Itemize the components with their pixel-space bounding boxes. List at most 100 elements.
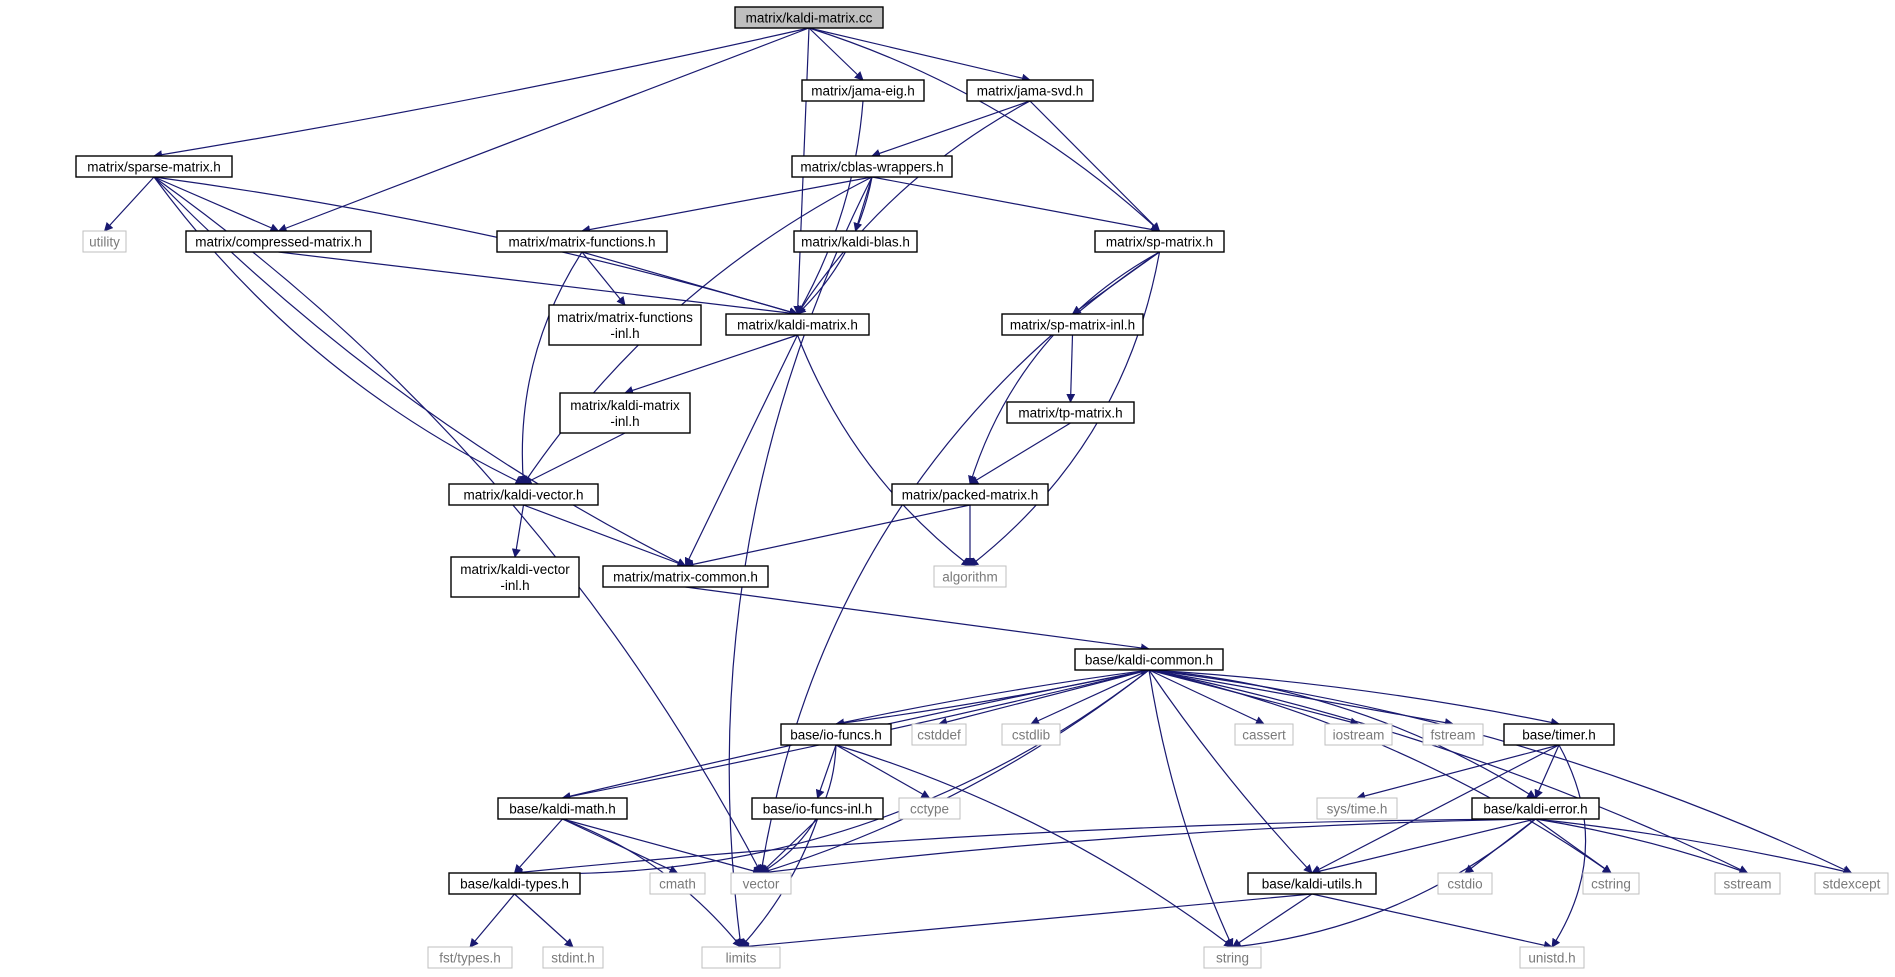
node-box-kmath <box>497 797 628 820</box>
edge-kmath-to-ktypes <box>513 818 563 874</box>
edge-cblas-to-spmatrix <box>871 176 1161 234</box>
edges-layer <box>103 27 1853 951</box>
node-label-kmatrixinl-line2: -inl.h <box>610 414 639 429</box>
node-iofuncs[interactable]: base/io-funcs.h <box>780 723 892 746</box>
node-box-sstream <box>1714 872 1781 895</box>
node-fsttypes: fst/types.h <box>427 946 513 969</box>
edge-kcommon-to-iofuncs <box>835 669 1150 728</box>
node-label-kerror: base/kaldi-error.h <box>1483 802 1587 817</box>
node-timer[interactable]: base/timer.h <box>1503 723 1615 746</box>
node-label-packed: matrix/packed-matrix.h <box>902 488 1039 503</box>
edge-cblas-to-mfuncs <box>581 176 873 234</box>
node-box-jamaeig <box>801 79 925 102</box>
node-tpmatrix[interactable]: matrix/tp-matrix.h <box>1006 401 1135 424</box>
node-spmatrix[interactable]: matrix/sp-matrix.h <box>1094 230 1225 253</box>
node-box-mcommon <box>602 565 769 588</box>
node-mfuncs[interactable]: matrix/matrix-functions.h <box>496 230 668 253</box>
edge-kcommon-to-ktypes <box>513 669 1150 878</box>
node-box-cstdio <box>1437 872 1493 895</box>
node-ktypes[interactable]: base/kaldi-types.h <box>448 872 581 895</box>
node-label-kblas: matrix/kaldi-blas.h <box>801 235 910 250</box>
node-label-cstring: cstring <box>1591 877 1631 892</box>
node-spinl[interactable]: matrix/sp-matrix-inl.h <box>1001 313 1144 336</box>
node-jamaeig[interactable]: matrix/jama-eig.h <box>801 79 925 102</box>
node-label-iostream: iostream <box>1333 728 1385 743</box>
node-box-spmatrix <box>1094 230 1225 253</box>
node-kblas[interactable]: matrix/kaldi-blas.h <box>793 230 918 253</box>
node-label-sparse: matrix/sparse-matrix.h <box>87 160 221 175</box>
node-box-mfuncsinl <box>548 304 702 346</box>
edge-timer-to-kerror <box>1534 744 1560 799</box>
node-box-iostream <box>1324 723 1393 746</box>
node-label-limits: limits <box>726 951 757 966</box>
edge-sparse-to-kvector <box>153 176 525 485</box>
node-fstream: fstream <box>1422 723 1484 746</box>
node-label-vector: vector <box>743 877 780 892</box>
node-compressed[interactable]: matrix/compressed-matrix.h <box>185 230 372 253</box>
node-box-cstdlib <box>1001 723 1061 746</box>
node-kutils[interactable]: base/kaldi-utils.h <box>1247 872 1377 895</box>
node-box-jamasvd <box>966 79 1094 102</box>
node-kerror[interactable]: base/kaldi-error.h <box>1471 797 1600 820</box>
edge-root-to-spmatrix <box>808 27 1161 232</box>
node-label-tpmatrix: matrix/tp-matrix.h <box>1018 406 1122 421</box>
node-cassert: cassert <box>1234 723 1294 746</box>
node-label-spinl: matrix/sp-matrix-inl.h <box>1010 318 1135 333</box>
node-cblas[interactable]: matrix/cblas-wrappers.h <box>791 155 953 178</box>
node-jamasvd[interactable]: matrix/jama-svd.h <box>966 79 1094 102</box>
node-label-cblas: matrix/cblas-wrappers.h <box>800 160 943 175</box>
node-label-cmath: cmath <box>659 877 696 892</box>
node-stdexcept: stdexcept <box>1814 872 1889 895</box>
node-iofuncsinl[interactable]: base/io-funcs-inl.h <box>751 797 884 820</box>
edge-root-to-jamasvd <box>808 27 1031 83</box>
edge-kcommon-to-kutils <box>1148 669 1313 874</box>
node-kcommon[interactable]: base/kaldi-common.h <box>1074 648 1224 671</box>
node-kvectorinl[interactable]: matrix/kaldi-vector-inl.h <box>450 556 580 598</box>
node-label-cstdio: cstdio <box>1447 877 1482 892</box>
edge-packed-to-mcommon <box>684 504 971 569</box>
node-box-cctype <box>898 797 961 820</box>
edge-jamasvd-to-kmatrix <box>796 100 1031 315</box>
node-systime: sys/time.h <box>1316 797 1398 820</box>
node-kmath[interactable]: base/kaldi-math.h <box>497 797 628 820</box>
node-label-kvectorinl-line2: -inl.h <box>500 578 529 593</box>
node-stdint: stdint.h <box>542 946 604 969</box>
node-label-timer: base/timer.h <box>1522 728 1596 743</box>
node-sparse[interactable]: matrix/sparse-matrix.h <box>75 155 233 178</box>
node-box-utility <box>82 230 127 253</box>
node-label-algorithm: algorithm <box>942 570 998 585</box>
edge-kcommon-to-vector <box>760 669 1150 875</box>
node-mcommon[interactable]: matrix/matrix-common.h <box>602 565 769 588</box>
node-label-spmatrix: matrix/sp-matrix.h <box>1106 235 1213 250</box>
node-cstddef: cstddef <box>911 723 967 746</box>
node-box-mfuncs <box>496 230 668 253</box>
node-box-spinl <box>1001 313 1144 336</box>
node-root[interactable]: matrix/kaldi-matrix.cc <box>734 6 884 29</box>
node-kvector[interactable]: matrix/kaldi-vector.h <box>448 483 599 506</box>
node-cstdlib: cstdlib <box>1001 723 1061 746</box>
edge-kcommon-to-cassert <box>1148 669 1265 725</box>
node-cstring: cstring <box>1582 872 1640 895</box>
node-label-fsttypes: fst/types.h <box>439 951 501 966</box>
edge-kerror-to-kutils <box>1311 818 1536 876</box>
node-box-cblas <box>791 155 953 178</box>
node-box-kutils <box>1247 872 1377 895</box>
node-box-cassert <box>1234 723 1294 746</box>
edge-root-to-sparse <box>153 27 810 160</box>
edge-kcommon-to-cstring <box>1148 669 1612 874</box>
node-box-ktypes <box>448 872 581 895</box>
node-label-root: matrix/kaldi-matrix.cc <box>746 11 873 26</box>
node-box-iofuncsinl <box>751 797 884 820</box>
node-box-stdint <box>542 946 604 969</box>
edge-kmath-to-cmath <box>562 818 679 874</box>
node-label-kvector: matrix/kaldi-vector.h <box>463 488 583 503</box>
node-kmatrixinl[interactable]: matrix/kaldi-matrix-inl.h <box>559 392 691 434</box>
node-mfuncsinl[interactable]: matrix/matrix-functions-inl.h <box>548 304 702 346</box>
node-label-kmatrix: matrix/kaldi-matrix.h <box>737 318 858 333</box>
edge-jamasvd-to-cblas <box>871 100 1031 158</box>
node-box-kmatrix <box>725 313 870 336</box>
node-kmatrix[interactable]: matrix/kaldi-matrix.h <box>725 313 870 336</box>
edge-kmatrix-to-algorithm <box>796 334 971 567</box>
node-packed[interactable]: matrix/packed-matrix.h <box>891 483 1049 506</box>
